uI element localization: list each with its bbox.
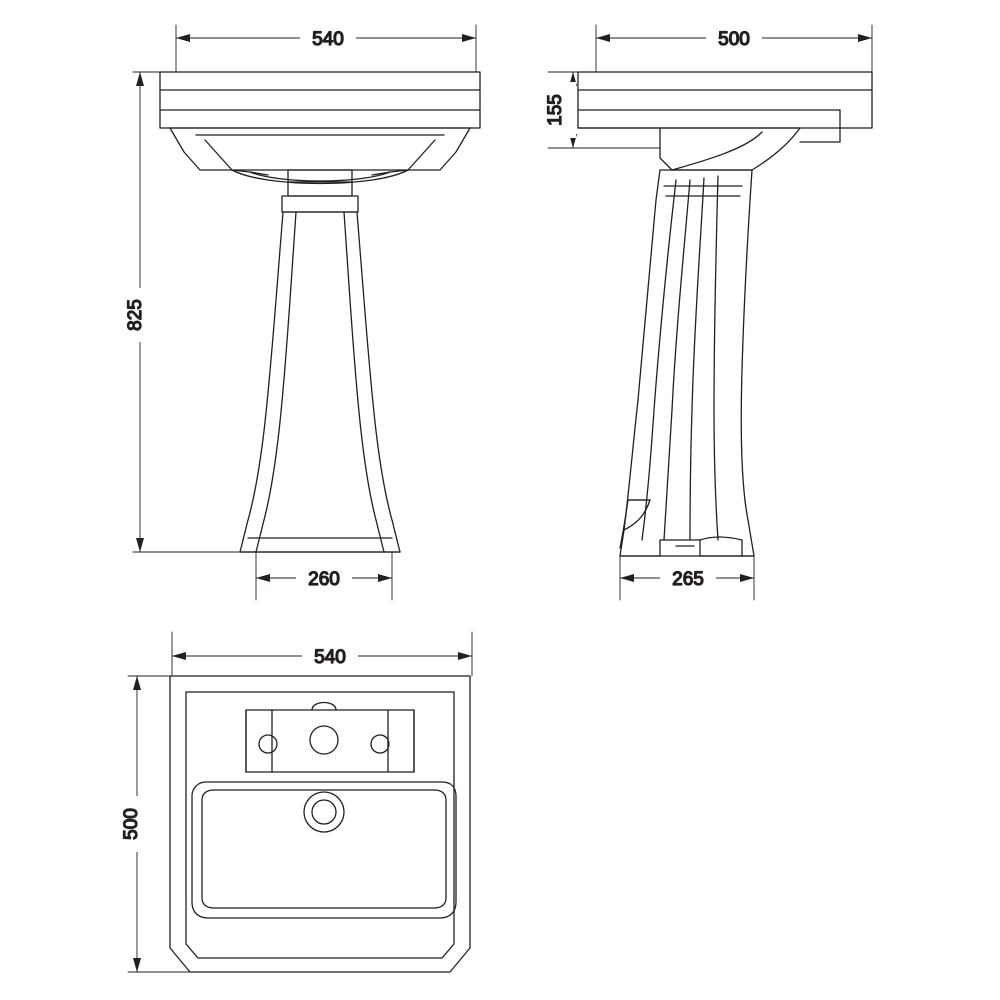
dimension-label-front-width: 540 bbox=[312, 29, 344, 50]
dimension-label-side-top-height: 155 bbox=[545, 94, 566, 126]
front-elevation-view bbox=[159, 71, 481, 553]
dimension-label-side-depth: 500 bbox=[718, 29, 750, 50]
dimension-label-front-base-width: 260 bbox=[308, 569, 340, 590]
dimension-label-plan-depth: 500 bbox=[121, 808, 142, 840]
side-elevation-view bbox=[577, 71, 873, 557]
dimension-label-side-base-depth: 265 bbox=[672, 569, 704, 590]
dimension-label-plan-width: 540 bbox=[314, 647, 346, 668]
dimension-label-front-height: 825 bbox=[125, 299, 146, 331]
dimension-front-base-width bbox=[255, 551, 393, 601]
plan-view bbox=[169, 675, 471, 973]
dimension-side-base-depth bbox=[619, 555, 755, 601]
